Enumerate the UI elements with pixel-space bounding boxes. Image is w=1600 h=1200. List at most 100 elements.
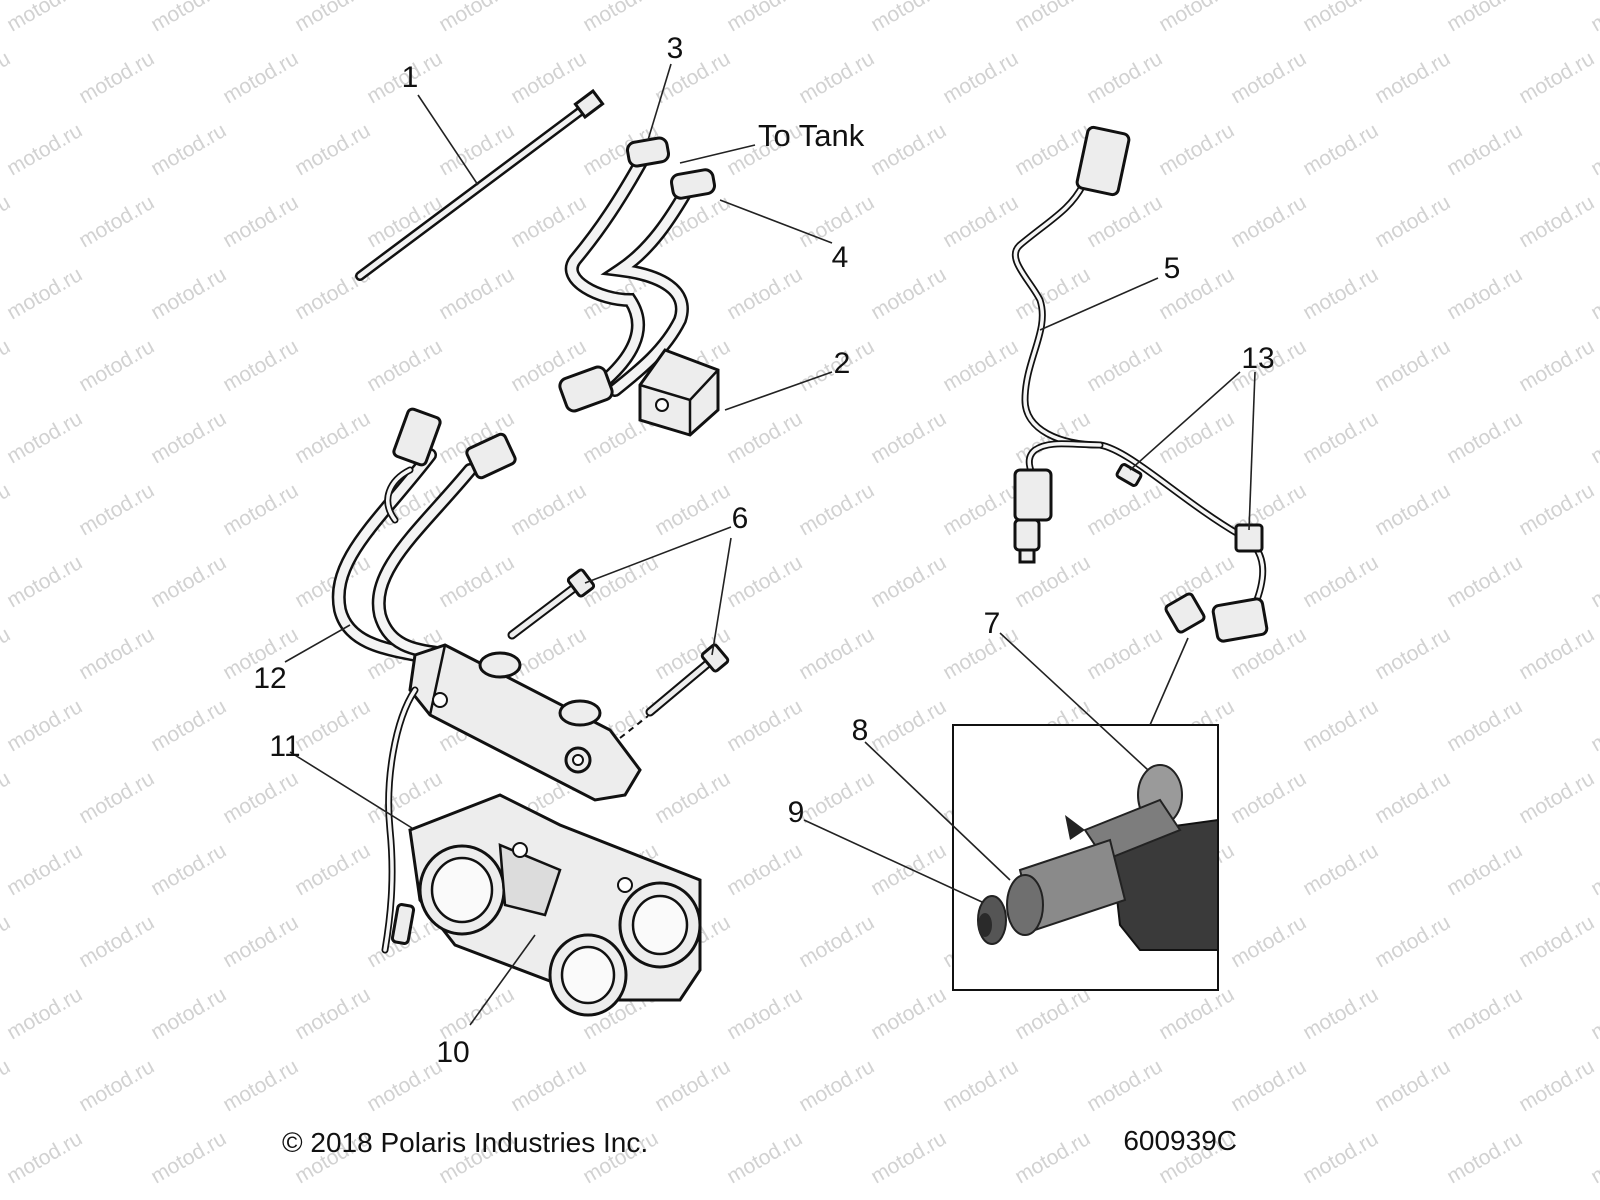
watermark-text: motod.ru bbox=[867, 695, 950, 756]
watermark-text: motod.ru bbox=[291, 695, 374, 756]
watermark-text: motod.ru bbox=[3, 1127, 86, 1188]
bolt-part-lower bbox=[619, 643, 730, 739]
watermark-text: motod.ru bbox=[1083, 47, 1166, 108]
watermark-text: motod.ru bbox=[219, 1055, 302, 1116]
watermark-text: motod.ru bbox=[1515, 191, 1598, 252]
drawing-number: 600939C bbox=[1123, 1125, 1237, 1156]
watermark-text: motod.ru bbox=[795, 623, 878, 684]
watermark-text: motod.ru bbox=[1011, 1127, 1094, 1188]
callout-7: 7 bbox=[984, 607, 1001, 640]
watermark-text: motod.ru bbox=[1587, 407, 1600, 468]
watermark-text: motod.ru bbox=[219, 335, 302, 396]
watermark-text: motod.ru bbox=[1443, 839, 1526, 900]
watermark-text: motod.ru bbox=[1299, 1127, 1382, 1188]
watermark-text: motod.ru bbox=[0, 1055, 14, 1116]
watermark-text: motod.ru bbox=[363, 1055, 446, 1116]
watermark-text: motod.ru bbox=[147, 695, 230, 756]
watermark-text: motod.ru bbox=[1443, 263, 1526, 324]
watermark-text: motod.ru bbox=[1299, 263, 1382, 324]
watermark-text: motod.ru bbox=[435, 0, 518, 36]
watermark-text: motod.ru bbox=[1371, 191, 1454, 252]
watermark-text: motod.ru bbox=[75, 47, 158, 108]
watermark-text: motod.ru bbox=[723, 983, 806, 1044]
watermark-text: motod.ru bbox=[3, 119, 86, 180]
watermark-text: motod.ru bbox=[0, 335, 14, 396]
watermark-text: motod.ru bbox=[867, 0, 950, 36]
fuel-hose-to-tank-part bbox=[558, 136, 716, 413]
watermark-text: motod.ru bbox=[651, 767, 734, 828]
watermark-text: motod.ru bbox=[1011, 983, 1094, 1044]
watermark-text: motod.ru bbox=[219, 479, 302, 540]
watermark-text: motod.ru bbox=[1299, 119, 1382, 180]
watermark-text: motod.ru bbox=[939, 47, 1022, 108]
watermark-text: motod.ru bbox=[723, 1127, 806, 1188]
watermark-text: motod.ru bbox=[147, 839, 230, 900]
watermark-text: motod.ru bbox=[1587, 695, 1600, 756]
watermark-text: motod.ru bbox=[3, 263, 86, 324]
watermark-text: motod.ru bbox=[1227, 191, 1310, 252]
fuel-rail-part bbox=[408, 643, 642, 802]
watermark-text: motod.ru bbox=[75, 479, 158, 540]
watermark-text: motod.ru bbox=[1443, 551, 1526, 612]
watermark-text: motod.ru bbox=[1587, 0, 1600, 36]
callout-11: 11 bbox=[269, 730, 300, 763]
watermark-text: motod.ru bbox=[147, 551, 230, 612]
watermark-text: motod.ru bbox=[75, 623, 158, 684]
callout-labels: 1 2 3 4 5 6 7 8 9 10 11 12 13 bbox=[253, 32, 1274, 1069]
watermark-text: motod.ru bbox=[219, 191, 302, 252]
watermark-text: motod.ru bbox=[1587, 983, 1600, 1044]
callout-13: 13 bbox=[1241, 342, 1274, 375]
bolt-part-upper bbox=[507, 568, 596, 640]
watermark-text: motod.ru bbox=[1371, 911, 1454, 972]
callout-2: 2 bbox=[834, 347, 851, 380]
watermark-text: motod.ru bbox=[939, 479, 1022, 540]
callout-6: 6 bbox=[732, 502, 749, 535]
watermark-text: motod.ru bbox=[867, 983, 950, 1044]
watermark-text: motod.ru bbox=[219, 767, 302, 828]
watermark-text: motod.ru bbox=[1371, 335, 1454, 396]
watermark-text: motod.ru bbox=[795, 911, 878, 972]
watermark-text: motod.ru bbox=[1299, 0, 1382, 36]
watermark-text: motod.ru bbox=[3, 983, 86, 1044]
watermark-text: motod.ru bbox=[1299, 551, 1382, 612]
watermark-text: motod.ru bbox=[1083, 335, 1166, 396]
watermark-text: motod.ru bbox=[1371, 1055, 1454, 1116]
watermark-text: motod.ru bbox=[3, 551, 86, 612]
watermark-text: motod.ru bbox=[1587, 1127, 1600, 1188]
to-tank-note: To Tank bbox=[758, 118, 865, 153]
throttle-body-part bbox=[408, 793, 702, 1017]
watermark-text: motod.ru bbox=[1227, 47, 1310, 108]
callout-9: 9 bbox=[788, 796, 805, 829]
watermark-text: motod.ru bbox=[1155, 0, 1238, 36]
watermark-text: motod.ru bbox=[1371, 479, 1454, 540]
watermark-text: motod.ru bbox=[1299, 695, 1382, 756]
watermark-text: motod.ru bbox=[0, 911, 14, 972]
watermark-text: motod.ru bbox=[147, 1127, 230, 1188]
watermark-text: motod.ru bbox=[1155, 983, 1238, 1044]
watermark-text: motod.ru bbox=[75, 911, 158, 972]
watermark-text: motod.ru bbox=[1443, 1127, 1526, 1188]
watermark-text: motod.ru bbox=[1227, 1055, 1310, 1116]
watermark-text: motod.ru bbox=[1587, 263, 1600, 324]
watermark-text: motod.ru bbox=[1515, 335, 1598, 396]
watermark-text: motod.ru bbox=[1587, 839, 1600, 900]
copyright-notice: © 2018 Polaris Industries Inc. bbox=[282, 1127, 648, 1158]
watermark-text: motod.ru bbox=[579, 0, 662, 36]
watermark-text: motod.ru bbox=[435, 551, 518, 612]
watermark-text: motod.ru bbox=[1515, 911, 1598, 972]
watermark-text: motod.ru bbox=[435, 263, 518, 324]
callout-5: 5 bbox=[1164, 252, 1181, 285]
watermark-text: motod.ru bbox=[1371, 47, 1454, 108]
watermark-text: motod.ru bbox=[795, 767, 878, 828]
watermark-text: motod.ru bbox=[723, 0, 806, 36]
watermark-text: motod.ru bbox=[1299, 983, 1382, 1044]
watermark-text: motod.ru bbox=[1011, 0, 1094, 36]
watermark-text: motod.ru bbox=[3, 407, 86, 468]
callout-8: 8 bbox=[852, 714, 869, 747]
watermark-text: motod.ru bbox=[363, 767, 446, 828]
watermark-text: motod.ru bbox=[0, 191, 14, 252]
watermark-text: motod.ru bbox=[507, 191, 590, 252]
watermark-text: motod.ru bbox=[867, 839, 950, 900]
